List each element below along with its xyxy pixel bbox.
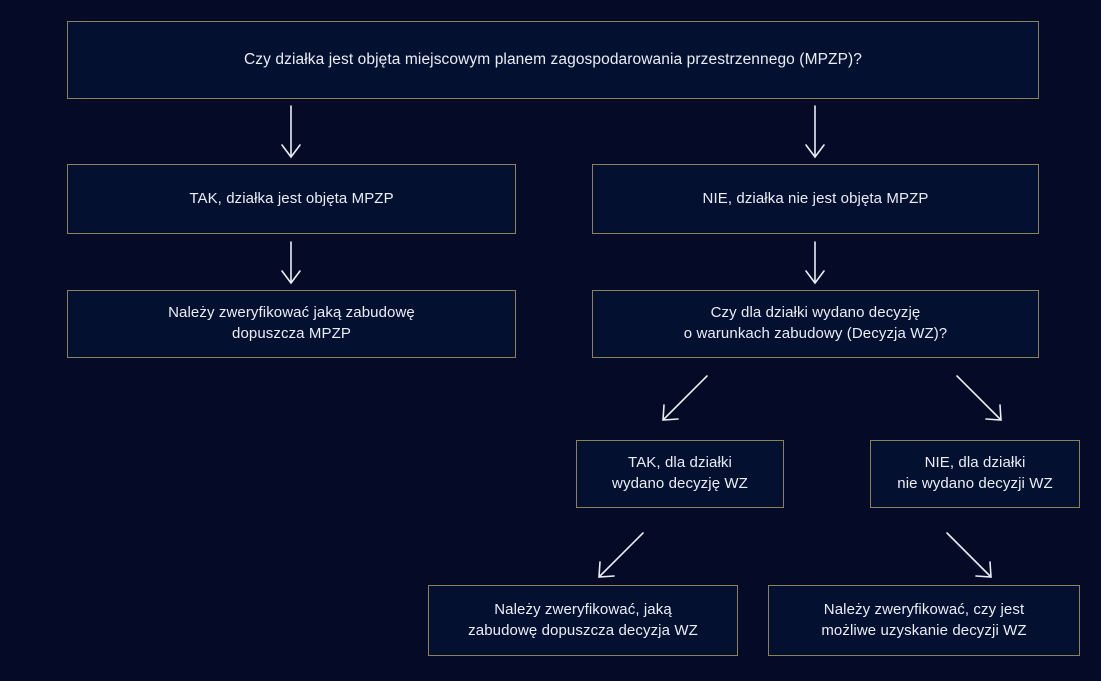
flow-arrow-down-right-icon: [945, 531, 993, 579]
flow-arrow-down-icon: [801, 241, 829, 285]
flow-node-label: Czy dla działki wydano decyzję o warunka…: [683, 304, 948, 342]
flow-node-label: Czy działka jest objęta miejscowym plane…: [243, 51, 863, 69]
flow-node-weryfikacja-wz: Należy zweryfikować, jaką zabudowę dopus…: [428, 585, 738, 656]
flow-arrow-down-right-icon: [955, 374, 1003, 422]
flow-node-label: TAK, działka jest objęta MPZP: [189, 189, 394, 207]
flow-arrow-down-icon: [801, 105, 829, 159]
flow-arrow-down-icon: [277, 241, 305, 285]
flow-node-weryfikacja-mozliwosc-wz: Należy zweryfikować, czy jest możliwe uz…: [768, 585, 1080, 656]
flow-node-label: Należy zweryfikować, jaką zabudowę dopus…: [468, 600, 698, 639]
flow-arrow-down-left-icon: [661, 374, 709, 422]
flow-node-nie-wz: NIE, dla działki nie wydano decyzji WZ: [870, 440, 1080, 508]
flow-node-label: Należy zweryfikować jaką zabudowę dopusz…: [168, 304, 415, 342]
flow-node-q-wz: Czy dla działki wydano decyzję o warunka…: [592, 290, 1039, 358]
flow-node-label: TAK, dla działki wydano decyzję WZ: [612, 454, 748, 492]
flow-node-label: NIE, dla działki nie wydano decyzji WZ: [897, 454, 1053, 492]
flow-arrow-down-left-icon: [597, 531, 645, 579]
flow-node-q-mpzp: Czy działka jest objęta miejscowym plane…: [67, 21, 1039, 99]
flow-node-weryfikacja-mpzp: Należy zweryfikować jaką zabudowę dopusz…: [67, 290, 516, 358]
flow-arrow-down-icon: [277, 105, 305, 159]
flow-node-label: NIE, działka nie jest objęta MPZP: [702, 189, 929, 207]
flow-node-tak-wz: TAK, dla działki wydano decyzję WZ: [576, 440, 784, 508]
flow-node-label: Należy zweryfikować, czy jest możliwe uz…: [821, 600, 1027, 639]
flow-node-nie-mpzp: NIE, działka nie jest objęta MPZP: [592, 164, 1039, 234]
flow-node-tak-mpzp: TAK, działka jest objęta MPZP: [67, 164, 516, 234]
